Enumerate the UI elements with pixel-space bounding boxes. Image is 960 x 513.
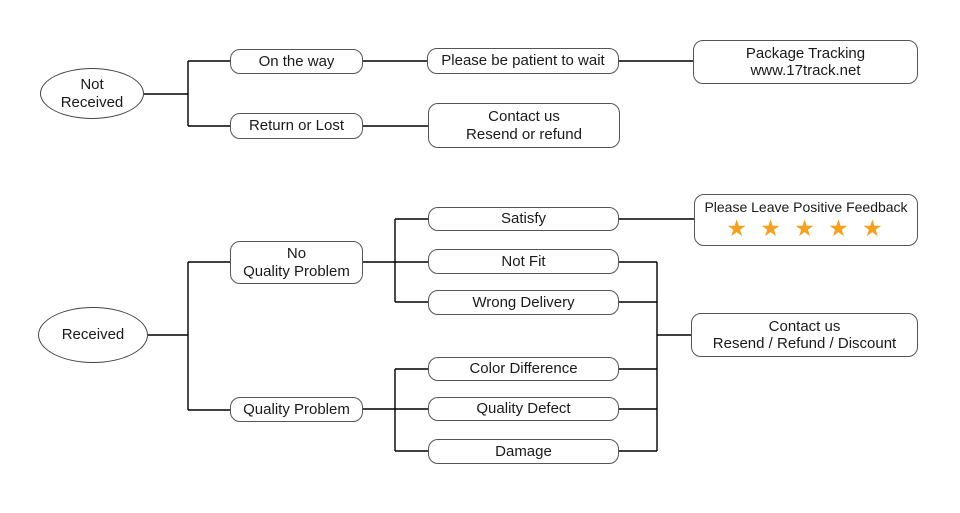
node-no-quality-problem: No Quality Problem (230, 241, 363, 284)
node-color-difference: Color Difference (428, 357, 619, 381)
node-wrong-delivery: Wrong Delivery (428, 290, 619, 315)
node-quality-defect: Quality Defect (428, 397, 619, 421)
node-label: Return or Lost (248, 117, 345, 135)
node-label: Wrong Delivery (472, 293, 575, 311)
node-contact-discount: Contact us Resend / Refund / Discount (691, 313, 918, 357)
start-ellipse-not-received: Not Received (40, 68, 144, 119)
node-contact-resend-refund: Contact us Resend or refund (428, 103, 620, 148)
node-label: Quality Problem (243, 400, 350, 418)
node-quality-problem: Quality Problem (230, 397, 363, 422)
node-label: Quality Defect (476, 400, 571, 418)
start-ellipse-received: Received (38, 307, 148, 363)
node-label: On the way (258, 52, 335, 70)
node-label: Package Tracking (745, 44, 866, 62)
node-label: Not Fit (501, 252, 546, 270)
node-label: Damage (495, 442, 552, 460)
node-label: Please Leave Positive Feedback (704, 199, 908, 216)
node-damage: Damage (428, 439, 619, 464)
node-label: Not (80, 76, 104, 94)
node-label: Received (60, 93, 124, 111)
node-return-or-lost: Return or Lost (230, 113, 363, 139)
node-on-the-way: On the way (230, 49, 363, 74)
node-label: Satisfy (500, 210, 546, 228)
node-label: Please be patient to wait (441, 52, 605, 70)
node-package-tracking: Package Tracking www.17track.net (693, 40, 918, 84)
tracking-url: www.17track.net (750, 62, 861, 79)
node-label: Resend or refund (466, 125, 582, 143)
five-star-rating-icon: ★ ★ ★ ★ ★ (726, 215, 886, 242)
node-satisfy: Satisfy (428, 207, 619, 231)
node-please-be-patient: Please be patient to wait (427, 48, 619, 74)
node-label: Contact us (488, 108, 560, 126)
node-label: Resend / Refund / Discount (712, 335, 897, 352)
node-label: Quality Problem (243, 262, 350, 280)
node-label: Contact us (768, 317, 841, 335)
node-positive-feedback: Please Leave Positive Feedback ★ ★ ★ ★ ★ (694, 194, 918, 246)
node-label: Color Difference (469, 360, 578, 378)
node-label: Received (61, 326, 125, 344)
node-label: No (286, 245, 307, 263)
node-not-fit: Not Fit (428, 249, 619, 274)
